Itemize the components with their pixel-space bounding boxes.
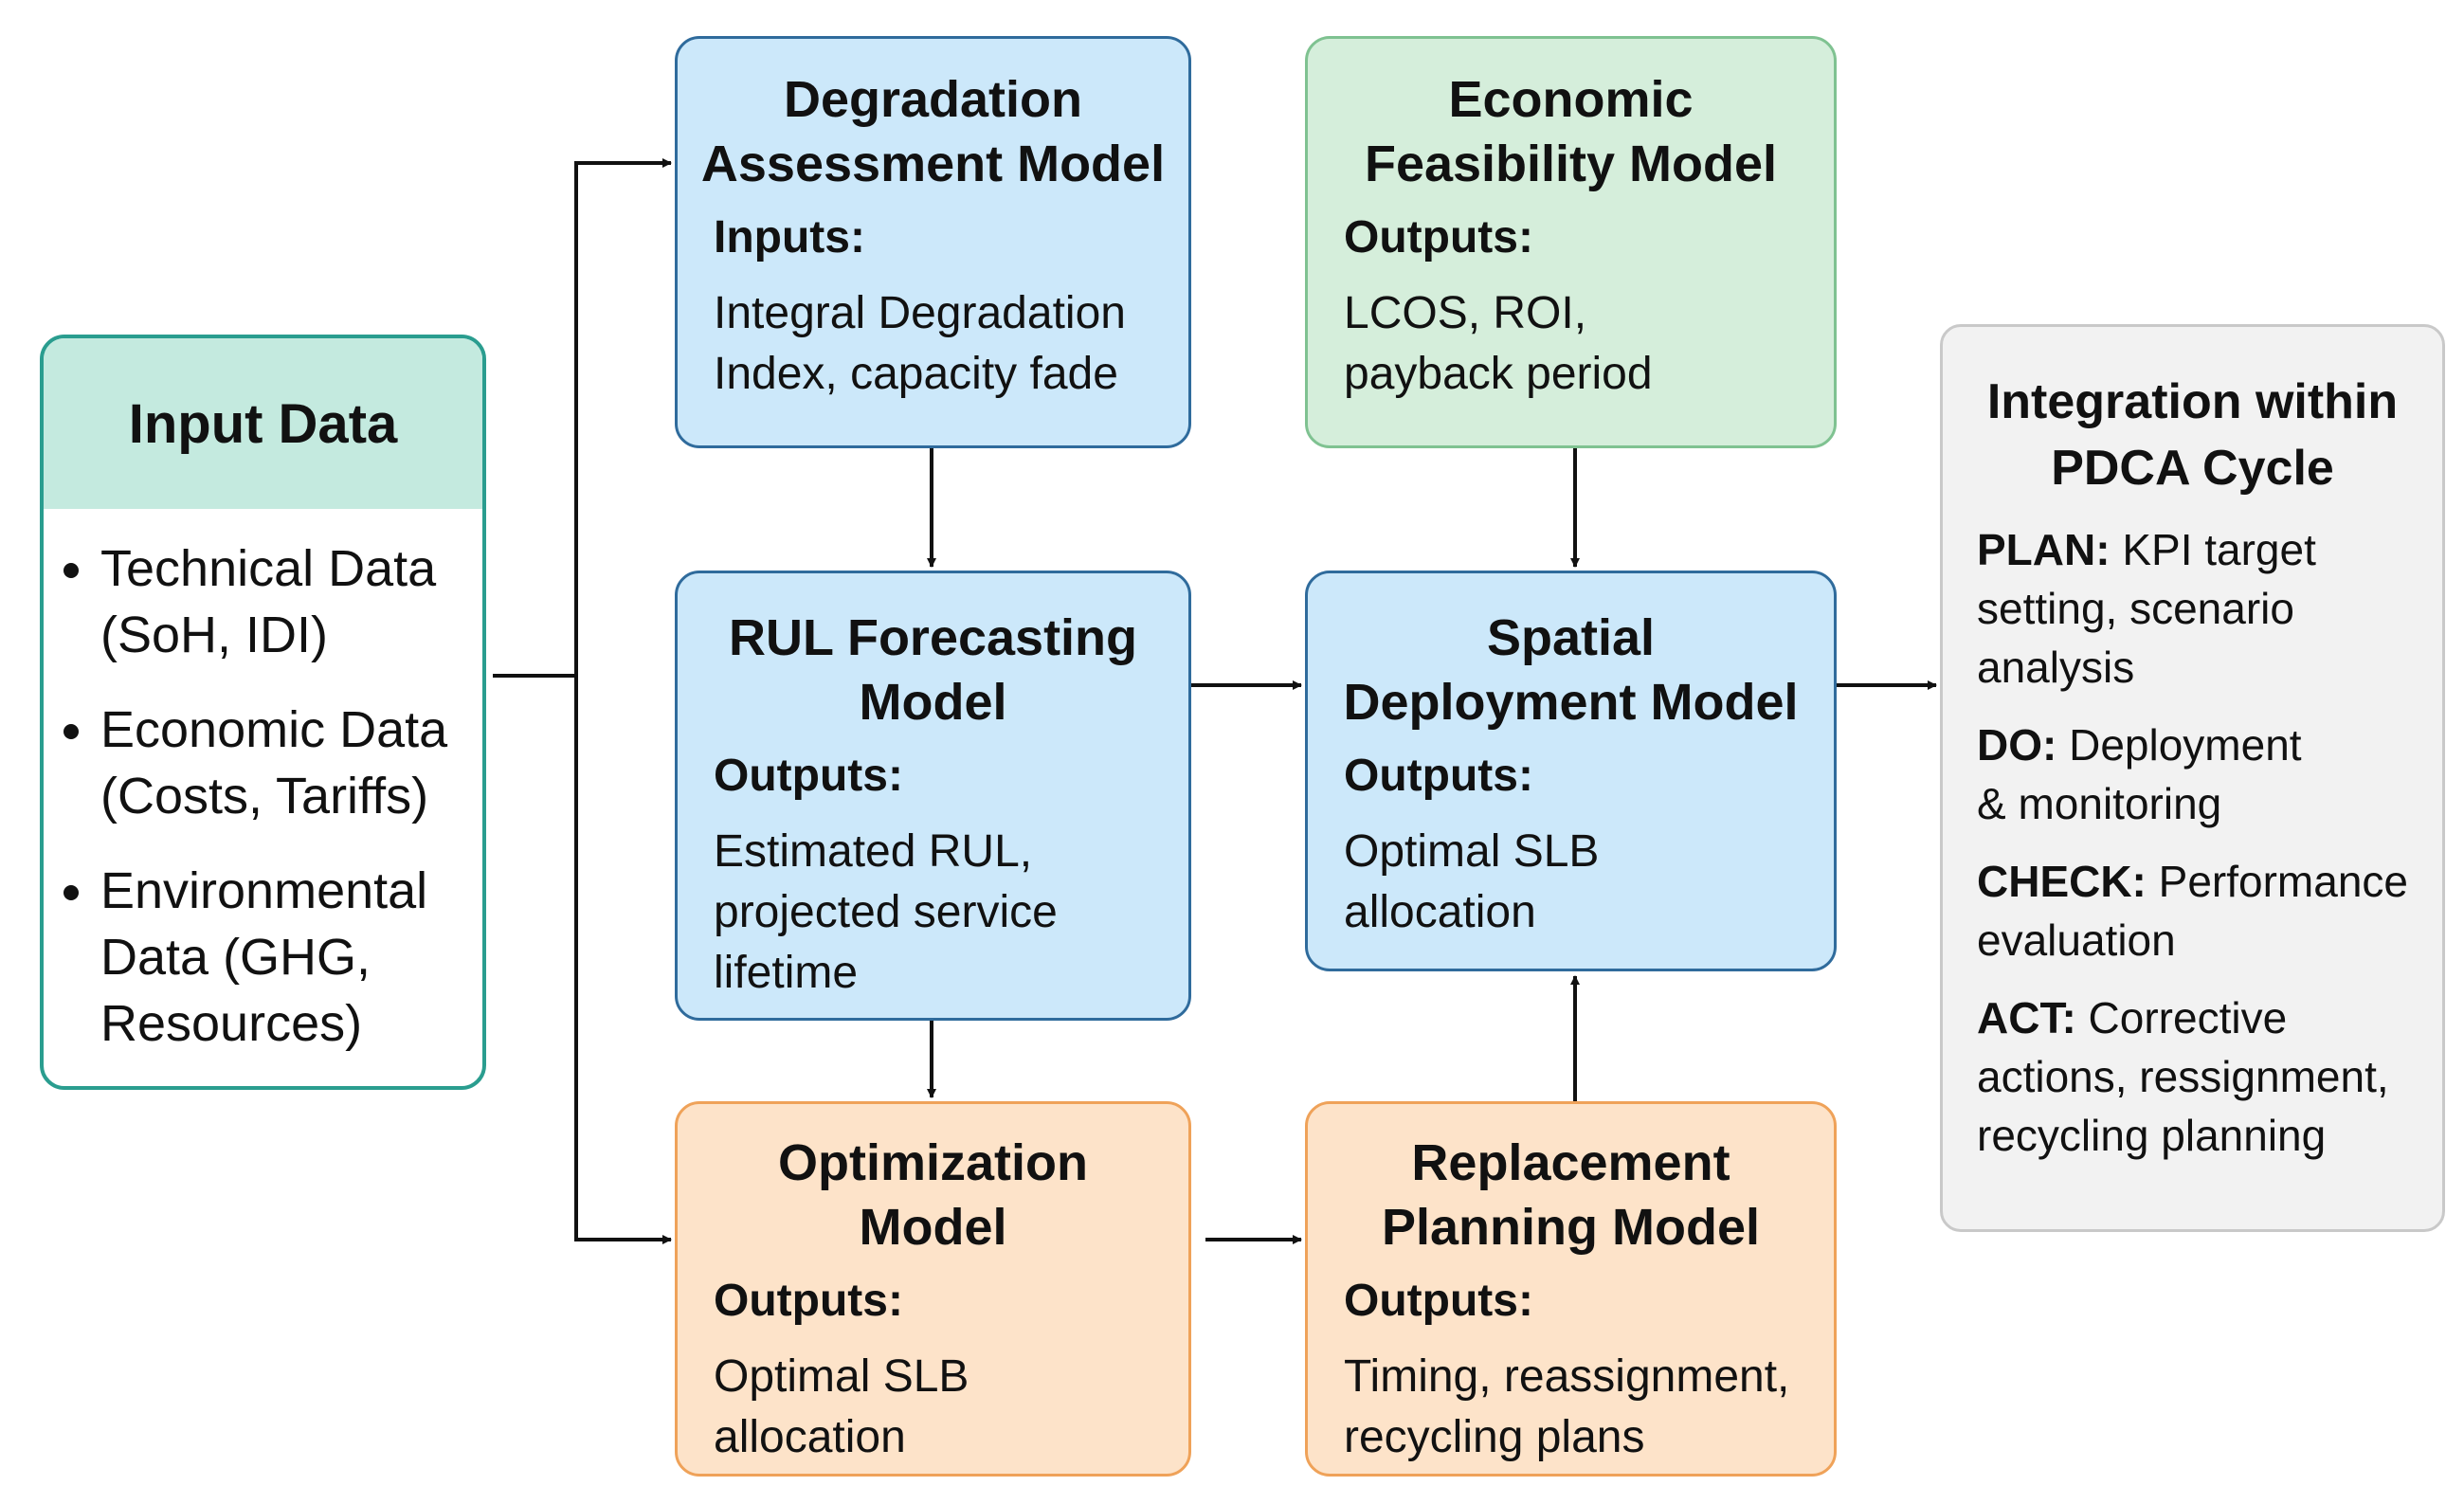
pdca-key: CHECK: — [1977, 857, 2147, 906]
input-data-list: Technical Data(SoH, IDI) Economic Data(C… — [44, 535, 482, 1057]
pdca-key: DO: — [1977, 720, 2057, 770]
list-item: Economic Data(Costs, Tariffs) — [100, 697, 482, 829]
box-label: Outputs: — [714, 1276, 903, 1326]
list-item: Technical Data(SoH, IDI) — [100, 535, 482, 668]
arrow-input-to-degradation — [574, 158, 672, 676]
box-label: Inputs: — [714, 212, 865, 263]
box-label: Outputs: — [1344, 212, 1533, 263]
box-body: LCOS, ROI,payback period — [1344, 288, 1653, 399]
pdca-title: Integration within PDCA Cycle — [1986, 374, 2399, 496]
box-label: Outputs: — [714, 751, 903, 801]
arrow-input-to-optimization — [574, 676, 672, 1244]
input-data-box: Input Data Technical Data(SoH, IDI) Econ… — [40, 335, 486, 1090]
pdca-key: PLAN: — [1977, 525, 2111, 574]
box-label: Outputs: — [1344, 1276, 1533, 1326]
box-label: Outputs: — [1344, 751, 1533, 801]
box-body: Timing, reassignment,recycling plans — [1344, 1351, 1790, 1462]
pdca-key: ACT: — [1977, 993, 2076, 1042]
pdca-item: DO: Deployment& monitoring — [1977, 720, 2302, 828]
pdca-integration-box: Integration within PDCA Cycle PLAN: KPI … — [1940, 324, 2445, 1232]
input-data-title: Input Data — [44, 338, 482, 509]
